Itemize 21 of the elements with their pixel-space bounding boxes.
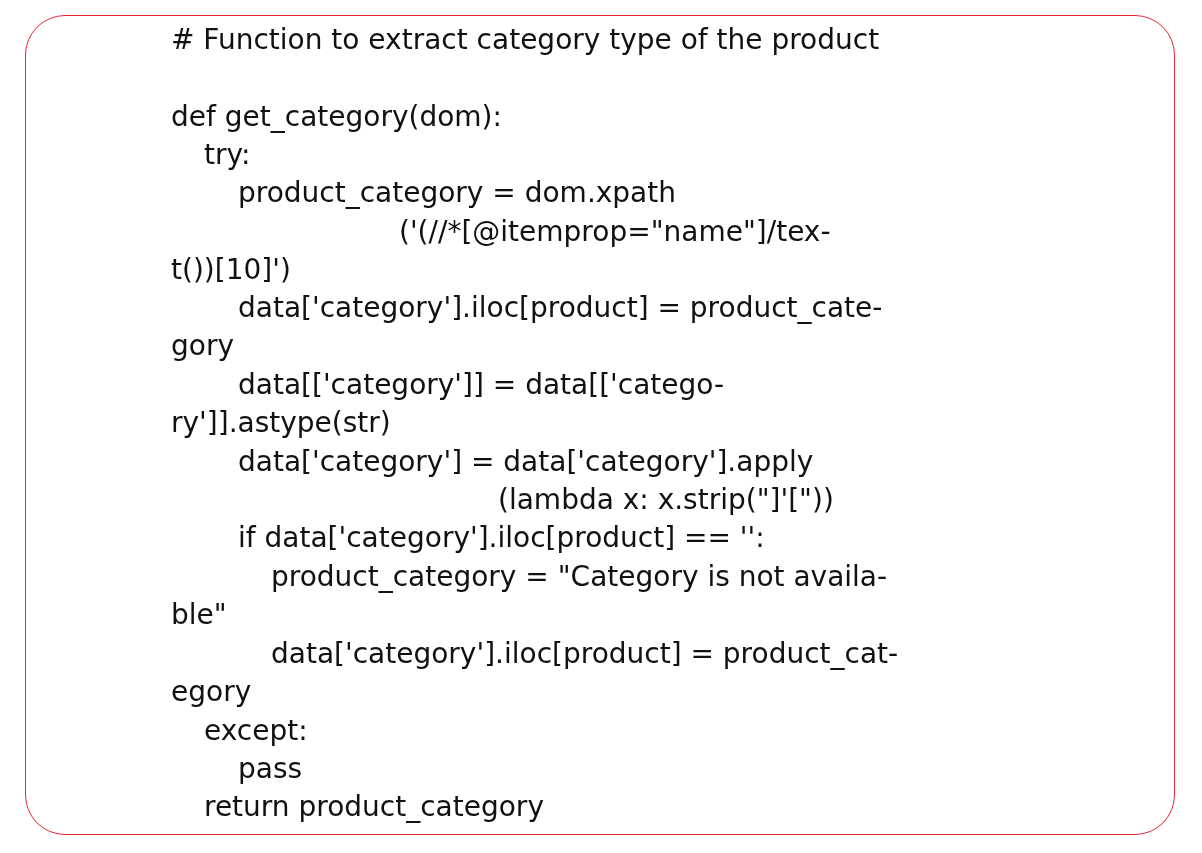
code-comment: # Function to extract category type of the product [171, 23, 880, 57]
code-line: ble" [171, 598, 227, 632]
code-line: data[['category']] = data[['catego- [238, 368, 725, 402]
code-line: ry']].astype(str) [171, 406, 391, 440]
code-line: product_category = dom.xpath [238, 176, 676, 210]
code-line: except: [204, 714, 308, 748]
code-line: if data['category'].iloc[product] == '': [238, 521, 765, 555]
code-line: def get_category(dom): [171, 100, 502, 134]
code-line: egory [171, 675, 252, 709]
code-line: return product_category [204, 790, 544, 824]
code-line: data['category'].iloc[product] = product_cate- [238, 291, 883, 325]
code-line: product_category = "Category is not availa- [271, 560, 888, 594]
code-line: data['category'] = data['category'].apply [238, 445, 814, 479]
code-line: (lambda x: x.strip("]'[")) [498, 483, 834, 517]
code-line: pass [238, 752, 303, 786]
code-line: try: [204, 138, 251, 172]
code-line: data['category'].iloc[product] = product_cat- [271, 637, 899, 671]
code-line: t())[10]') [171, 253, 291, 287]
card-background [25, 15, 1175, 835]
code-line: ('(//*[@itemprop="name"]/tex- [399, 215, 831, 249]
code-line: gory [171, 329, 234, 363]
